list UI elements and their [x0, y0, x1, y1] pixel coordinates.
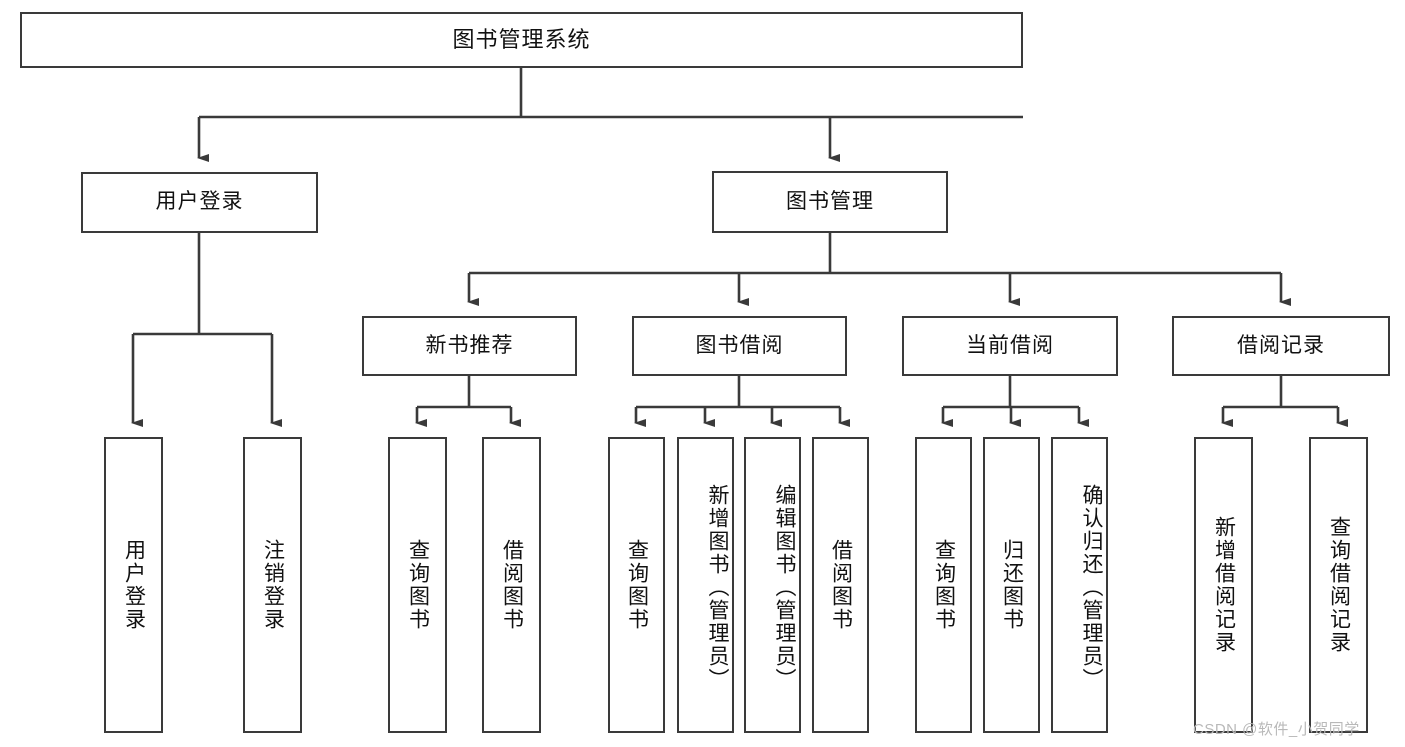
node-current-borrow-label: 当前借阅	[966, 333, 1054, 357]
node-confirm-return-admin-label: 确认归还（管理员）	[1080, 483, 1103, 691]
watermark: CSDN @软件_小贺同学	[1193, 718, 1360, 739]
node-query-book-3[interactable]: 查询图书	[915, 437, 972, 733]
node-new-book-recommend[interactable]: 新书推荐	[362, 316, 577, 376]
node-add-borrow-record-label: 新增借阅记录	[1212, 516, 1236, 654]
node-user-login-do-label: 用户登录	[122, 539, 146, 631]
node-root-label: 图书管理系统	[452, 27, 591, 53]
node-user-login-label: 用户登录	[155, 190, 244, 214]
node-borrow-book-1-label: 借阅图书	[500, 539, 524, 631]
node-edit-book-admin[interactable]: 编辑图书（管理员）	[744, 437, 801, 733]
node-user-login[interactable]: 用户登录	[81, 172, 318, 233]
node-query-book-1-label: 查询图书	[406, 539, 430, 631]
node-confirm-return-admin[interactable]: 确认归还（管理员）	[1051, 437, 1108, 733]
node-query-borrow-record[interactable]: 查询借阅记录	[1309, 437, 1368, 733]
node-borrow-book-2[interactable]: 借阅图书	[812, 437, 869, 733]
node-current-borrow[interactable]: 当前借阅	[902, 316, 1118, 376]
node-borrow-book-1[interactable]: 借阅图书	[482, 437, 541, 733]
node-borrow-book-2-label: 借阅图书	[829, 539, 853, 631]
node-borrow-record[interactable]: 借阅记录	[1172, 316, 1390, 376]
node-new-book-recommend-label: 新书推荐	[425, 333, 514, 357]
node-borrow-record-label: 借阅记录	[1237, 333, 1325, 357]
node-return-book-label: 归还图书	[1000, 539, 1024, 631]
node-add-book-admin-label: 新增图书（管理员）	[706, 483, 729, 691]
node-query-book-3-label: 查询图书	[932, 539, 956, 631]
node-user-logout-label: 注销登录	[261, 539, 285, 631]
node-edit-book-admin-label: 编辑图书（管理员）	[773, 483, 796, 691]
node-book-borrow[interactable]: 图书借阅	[632, 316, 847, 376]
node-return-book[interactable]: 归还图书	[983, 437, 1040, 733]
node-root[interactable]: 图书管理系统	[20, 12, 1023, 68]
node-book-borrow-label: 图书借阅	[695, 333, 784, 357]
node-query-book-2-label: 查询图书	[625, 539, 649, 631]
node-user-login-do[interactable]: 用户登录	[104, 437, 163, 733]
node-add-book-admin[interactable]: 新增图书（管理员）	[677, 437, 734, 733]
watermark-text: CSDN @软件_小贺同学	[1193, 721, 1360, 738]
node-book-management-label: 图书管理	[786, 189, 874, 213]
node-query-borrow-record-label: 查询借阅记录	[1327, 516, 1351, 654]
node-query-book-2[interactable]: 查询图书	[608, 437, 665, 733]
node-book-management[interactable]: 图书管理	[712, 171, 948, 233]
node-add-borrow-record[interactable]: 新增借阅记录	[1194, 437, 1253, 733]
node-user-logout[interactable]: 注销登录	[243, 437, 302, 733]
node-query-book-1[interactable]: 查询图书	[388, 437, 447, 733]
